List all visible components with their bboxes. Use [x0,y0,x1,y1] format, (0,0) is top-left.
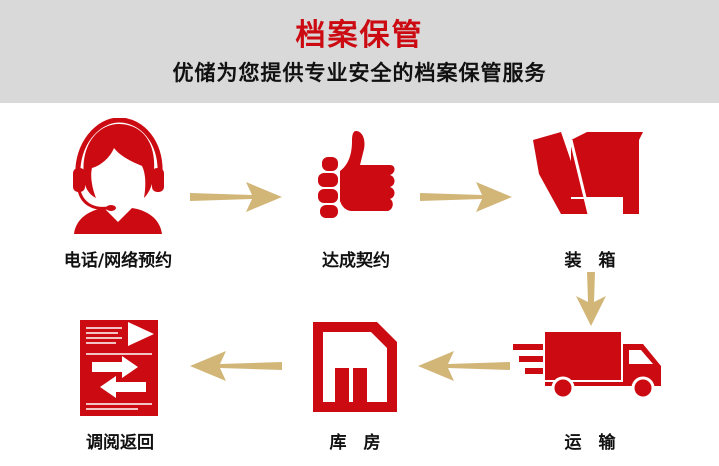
box-packing-icon [531,130,643,216]
thumbs-up-icon [316,129,396,225]
document-exchange-icon [78,318,160,418]
step-label-retrieval: 调阅返回 [86,433,154,453]
step-label-appointment: 电话/网络预约 [63,251,173,271]
flow-arrow-left-icon [418,349,510,383]
step-label-warehouse: 库 房 [329,433,381,453]
flow-arrow-right-icon [420,180,512,214]
customer-service-headset-icon [70,118,166,234]
step-label-transport: 运 输 [564,433,616,453]
flow-arrow-right-icon [190,180,282,214]
warehouse-icon [311,320,399,414]
header-banner: 档案保管 优储为您提供专业安全的档案保管服务 [0,0,719,103]
page-title: 档案保管 [295,18,424,53]
step-label-contract: 达成契约 [322,251,390,271]
flow-arrow-left-icon [190,349,282,383]
page-subtitle: 优储为您提供专业安全的档案保管服务 [172,61,547,85]
step-label-packing: 装 箱 [564,251,616,271]
delivery-truck-icon [513,330,667,400]
flow-arrow-down-icon [574,272,608,326]
